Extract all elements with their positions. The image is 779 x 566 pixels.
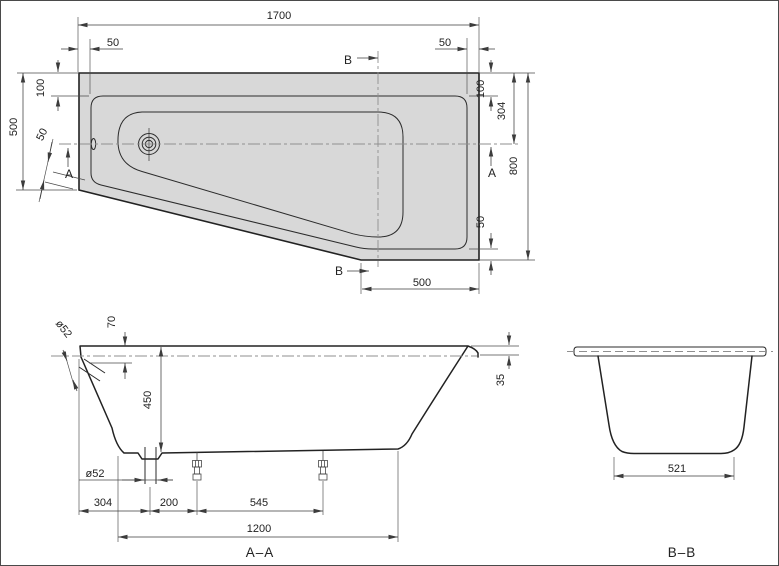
section-arrow-a-right: A bbox=[488, 166, 496, 180]
plan-view: 1700 50 100 500 50 A 50 100 304 bbox=[8, 10, 535, 294]
section-bb-bowl-profile bbox=[597, 355, 753, 455]
dim-rim-top-right: 50 bbox=[439, 37, 451, 49]
dim-overflow-diameter: ø52 bbox=[53, 318, 74, 340]
overflow-section-symbol bbox=[78, 358, 106, 382]
plan-extension-lines bbox=[16, 17, 535, 294]
section-arrow-b-bottom: B bbox=[335, 264, 343, 278]
dim-rim-edge-height: 35 bbox=[495, 374, 507, 386]
dim-rim-diagonal: 50 bbox=[34, 127, 50, 143]
dim-overall-width: 800 bbox=[508, 157, 520, 175]
dim-inner-depth: 450 bbox=[142, 391, 154, 409]
section-aa-dimensions: ø52 70 450 35 ø52 bbox=[53, 316, 519, 542]
section-arrow-a-left: A bbox=[65, 167, 73, 181]
dim-rim-right: 100 bbox=[475, 80, 487, 98]
section-aa-profile bbox=[79, 345, 479, 460]
section-aa-view: ø52 70 450 35 ø52 bbox=[51, 316, 519, 560]
dim-drain-diameter: ø52 bbox=[86, 468, 105, 480]
section-aa-label: A–A bbox=[246, 545, 275, 560]
tub-outer-contour bbox=[78, 72, 480, 261]
plan-dimensions: 1700 50 100 500 50 A 50 100 304 bbox=[8, 10, 531, 292]
dim-floor-length: 1200 bbox=[247, 523, 271, 535]
dim-drain-to-foot: 200 bbox=[160, 497, 178, 509]
section-bb-label: B–B bbox=[668, 545, 697, 560]
basin-floor-contour bbox=[117, 111, 404, 238]
dim-overall-length: 1700 bbox=[267, 10, 291, 22]
dim-drain-from-end: 304 bbox=[94, 497, 112, 509]
section-bb-rim bbox=[573, 346, 767, 357]
section-bb-dimensions: 521 bbox=[613, 457, 735, 480]
dim-rim-top-left: 100 bbox=[35, 79, 47, 97]
dim-left-end-width: 500 bbox=[8, 118, 20, 136]
section-bb-view: 521 B–B bbox=[567, 346, 773, 560]
dim-rim-left: 50 bbox=[107, 37, 119, 49]
tub-inner-rim-contour bbox=[90, 95, 468, 250]
dim-floor-width: 521 bbox=[668, 463, 686, 475]
section-arrow-b-top: B bbox=[344, 53, 352, 67]
foot-symbol-left bbox=[192, 452, 202, 481]
dim-overflow-depth: 70 bbox=[106, 316, 118, 328]
dim-rim-bottom: 50 bbox=[475, 216, 487, 228]
dim-drain-axis: 304 bbox=[496, 102, 508, 120]
drain-pipe-symbol bbox=[144, 447, 157, 484]
dim-foot-end-width: 500 bbox=[413, 277, 431, 289]
foot-symbol-right bbox=[318, 451, 328, 481]
dim-foot-spacing: 545 bbox=[250, 497, 268, 509]
